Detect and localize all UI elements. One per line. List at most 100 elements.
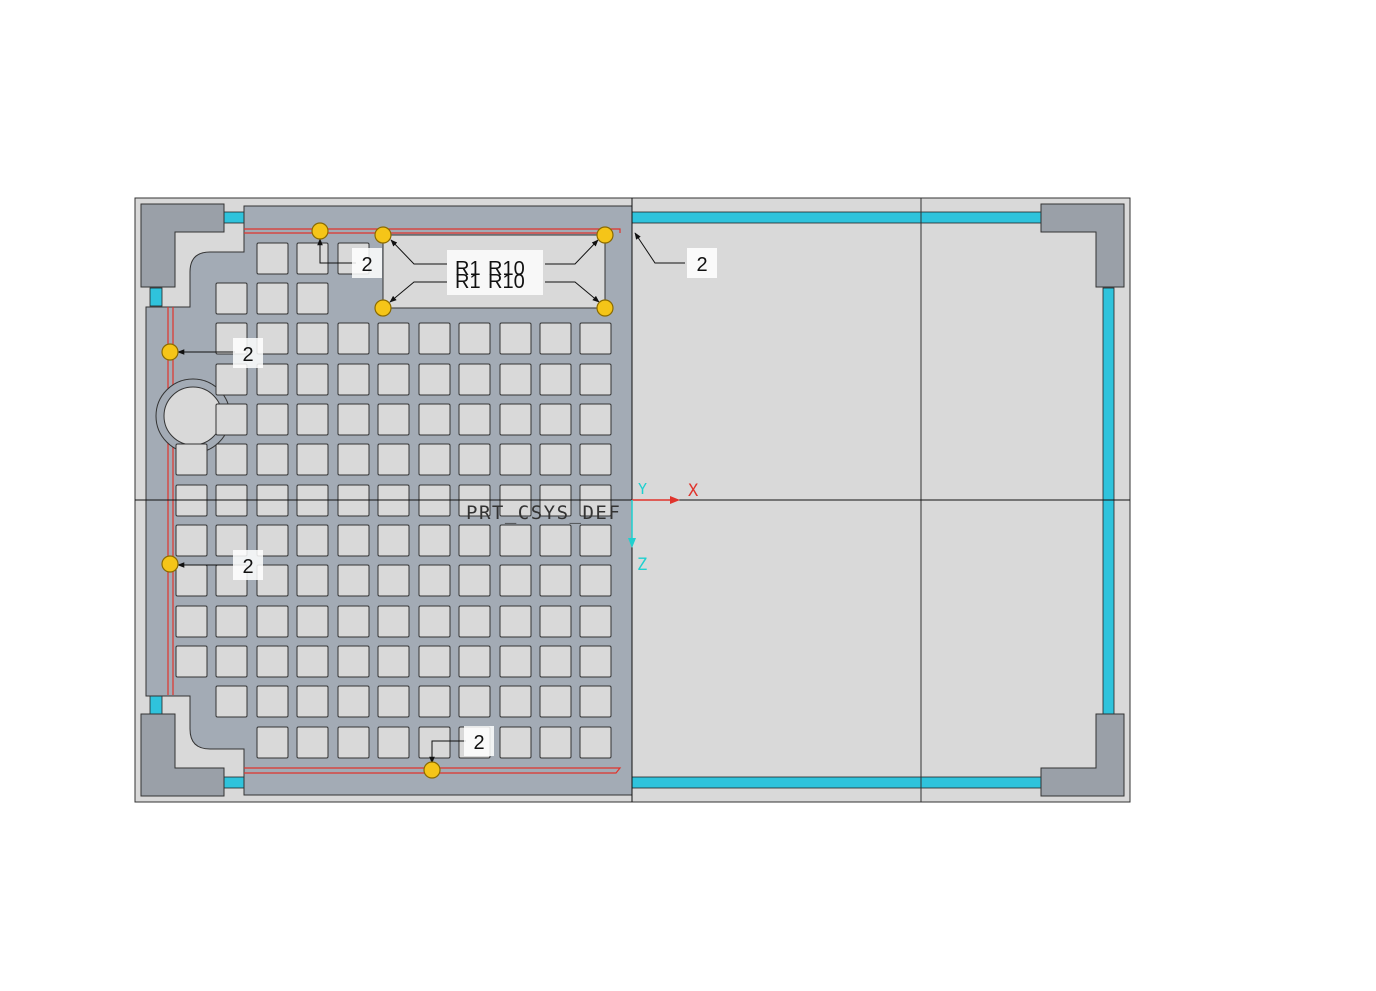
square-pocket[interactable] — [499, 443, 532, 476]
square-pocket[interactable] — [337, 403, 370, 436]
square-pocket[interactable] — [215, 403, 248, 436]
square-pocket[interactable] — [337, 322, 370, 355]
square-pocket[interactable] — [579, 605, 612, 638]
square-pocket[interactable] — [296, 443, 329, 476]
square-pocket[interactable] — [539, 645, 572, 678]
square-pocket[interactable] — [418, 564, 451, 597]
square-pocket[interactable] — [418, 363, 451, 396]
square-pocket[interactable] — [175, 605, 208, 638]
square-pocket[interactable] — [337, 645, 370, 678]
square-pocket[interactable] — [215, 443, 248, 476]
square-pocket[interactable] — [579, 443, 612, 476]
square-pocket[interactable] — [418, 645, 451, 678]
square-pocket[interactable] — [337, 726, 370, 759]
square-pocket[interactable] — [418, 524, 451, 557]
square-pocket[interactable] — [296, 685, 329, 718]
square-pocket[interactable] — [215, 685, 248, 718]
square-pocket[interactable] — [256, 726, 289, 759]
square-pocket[interactable] — [418, 605, 451, 638]
square-pocket[interactable] — [256, 524, 289, 557]
square-pocket[interactable] — [377, 403, 410, 436]
square-pocket[interactable] — [256, 242, 289, 275]
square-pocket[interactable] — [377, 605, 410, 638]
square-pocket[interactable] — [458, 564, 491, 597]
square-pocket[interactable] — [377, 726, 410, 759]
square-pocket[interactable] — [337, 685, 370, 718]
square-pocket[interactable] — [377, 322, 410, 355]
square-pocket[interactable] — [539, 564, 572, 597]
square-pocket[interactable] — [458, 685, 491, 718]
square-pocket[interactable] — [418, 726, 451, 759]
square-pocket[interactable] — [337, 524, 370, 557]
square-pocket[interactable] — [256, 685, 289, 718]
square-pocket[interactable] — [215, 645, 248, 678]
square-pocket[interactable] — [296, 403, 329, 436]
square-pocket[interactable] — [579, 403, 612, 436]
square-pocket[interactable] — [458, 403, 491, 436]
square-pocket[interactable] — [296, 242, 329, 275]
square-pocket[interactable] — [337, 443, 370, 476]
square-pocket[interactable] — [337, 363, 370, 396]
square-pocket[interactable] — [296, 726, 329, 759]
square-pocket[interactable] — [215, 363, 248, 396]
square-pocket[interactable] — [418, 685, 451, 718]
square-pocket[interactable] — [175, 443, 208, 476]
square-pocket[interactable] — [296, 524, 329, 557]
square-pocket[interactable] — [296, 363, 329, 396]
dimension-labels[interactable]: 2 2 2 2 2 R1 R10 R1 R10 — [233, 248, 717, 756]
square-pocket[interactable] — [296, 564, 329, 597]
square-pocket[interactable] — [579, 726, 612, 759]
square-pocket[interactable] — [296, 605, 329, 638]
square-pocket[interactable] — [256, 645, 289, 678]
square-pocket[interactable] — [296, 645, 329, 678]
square-pocket[interactable] — [215, 282, 248, 315]
square-pocket[interactable] — [256, 282, 289, 315]
square-pocket[interactable] — [579, 524, 612, 557]
square-pocket[interactable] — [256, 403, 289, 436]
square-pocket[interactable] — [499, 564, 532, 597]
square-pocket[interactable] — [458, 605, 491, 638]
square-pocket[interactable] — [377, 524, 410, 557]
square-pocket[interactable] — [256, 605, 289, 638]
square-pocket[interactable] — [418, 322, 451, 355]
square-pocket[interactable] — [458, 322, 491, 355]
square-pocket[interactable] — [458, 443, 491, 476]
csys-glyph[interactable]: X Y Z PRT_CSYS_DEF — [466, 480, 699, 575]
square-pocket[interactable] — [296, 322, 329, 355]
square-pocket[interactable] — [499, 685, 532, 718]
square-pocket[interactable] — [337, 564, 370, 597]
square-pocket[interactable] — [256, 564, 289, 597]
square-pocket[interactable] — [579, 564, 612, 597]
square-pocket[interactable] — [458, 524, 491, 557]
drag-handles[interactable] — [161, 222, 614, 779]
square-pocket[interactable] — [579, 685, 612, 718]
square-pocket[interactable] — [539, 443, 572, 476]
square-pocket[interactable] — [175, 524, 208, 557]
square-pocket[interactable] — [539, 363, 572, 396]
square-pocket[interactable] — [175, 645, 208, 678]
square-pocket[interactable] — [418, 443, 451, 476]
square-pocket[interactable] — [499, 605, 532, 638]
square-pocket[interactable] — [377, 564, 410, 597]
square-pocket[interactable] — [499, 524, 532, 557]
square-pocket[interactable] — [499, 403, 532, 436]
square-pocket[interactable] — [418, 403, 451, 436]
square-pocket[interactable] — [499, 363, 532, 396]
square-pocket[interactable] — [377, 645, 410, 678]
square-pocket[interactable] — [377, 685, 410, 718]
square-pocket[interactable] — [539, 605, 572, 638]
square-pocket[interactable] — [539, 322, 572, 355]
square-pocket[interactable] — [539, 726, 572, 759]
square-pocket[interactable] — [256, 443, 289, 476]
square-pocket[interactable] — [579, 363, 612, 396]
square-pocket[interactable] — [579, 322, 612, 355]
square-pocket[interactable] — [458, 363, 491, 396]
square-pocket[interactable] — [539, 524, 572, 557]
square-pocket[interactable] — [539, 403, 572, 436]
square-pocket[interactable] — [499, 322, 532, 355]
corner-blocks[interactable] — [140, 203, 1125, 797]
square-pocket[interactable] — [256, 363, 289, 396]
square-pocket[interactable] — [215, 605, 248, 638]
